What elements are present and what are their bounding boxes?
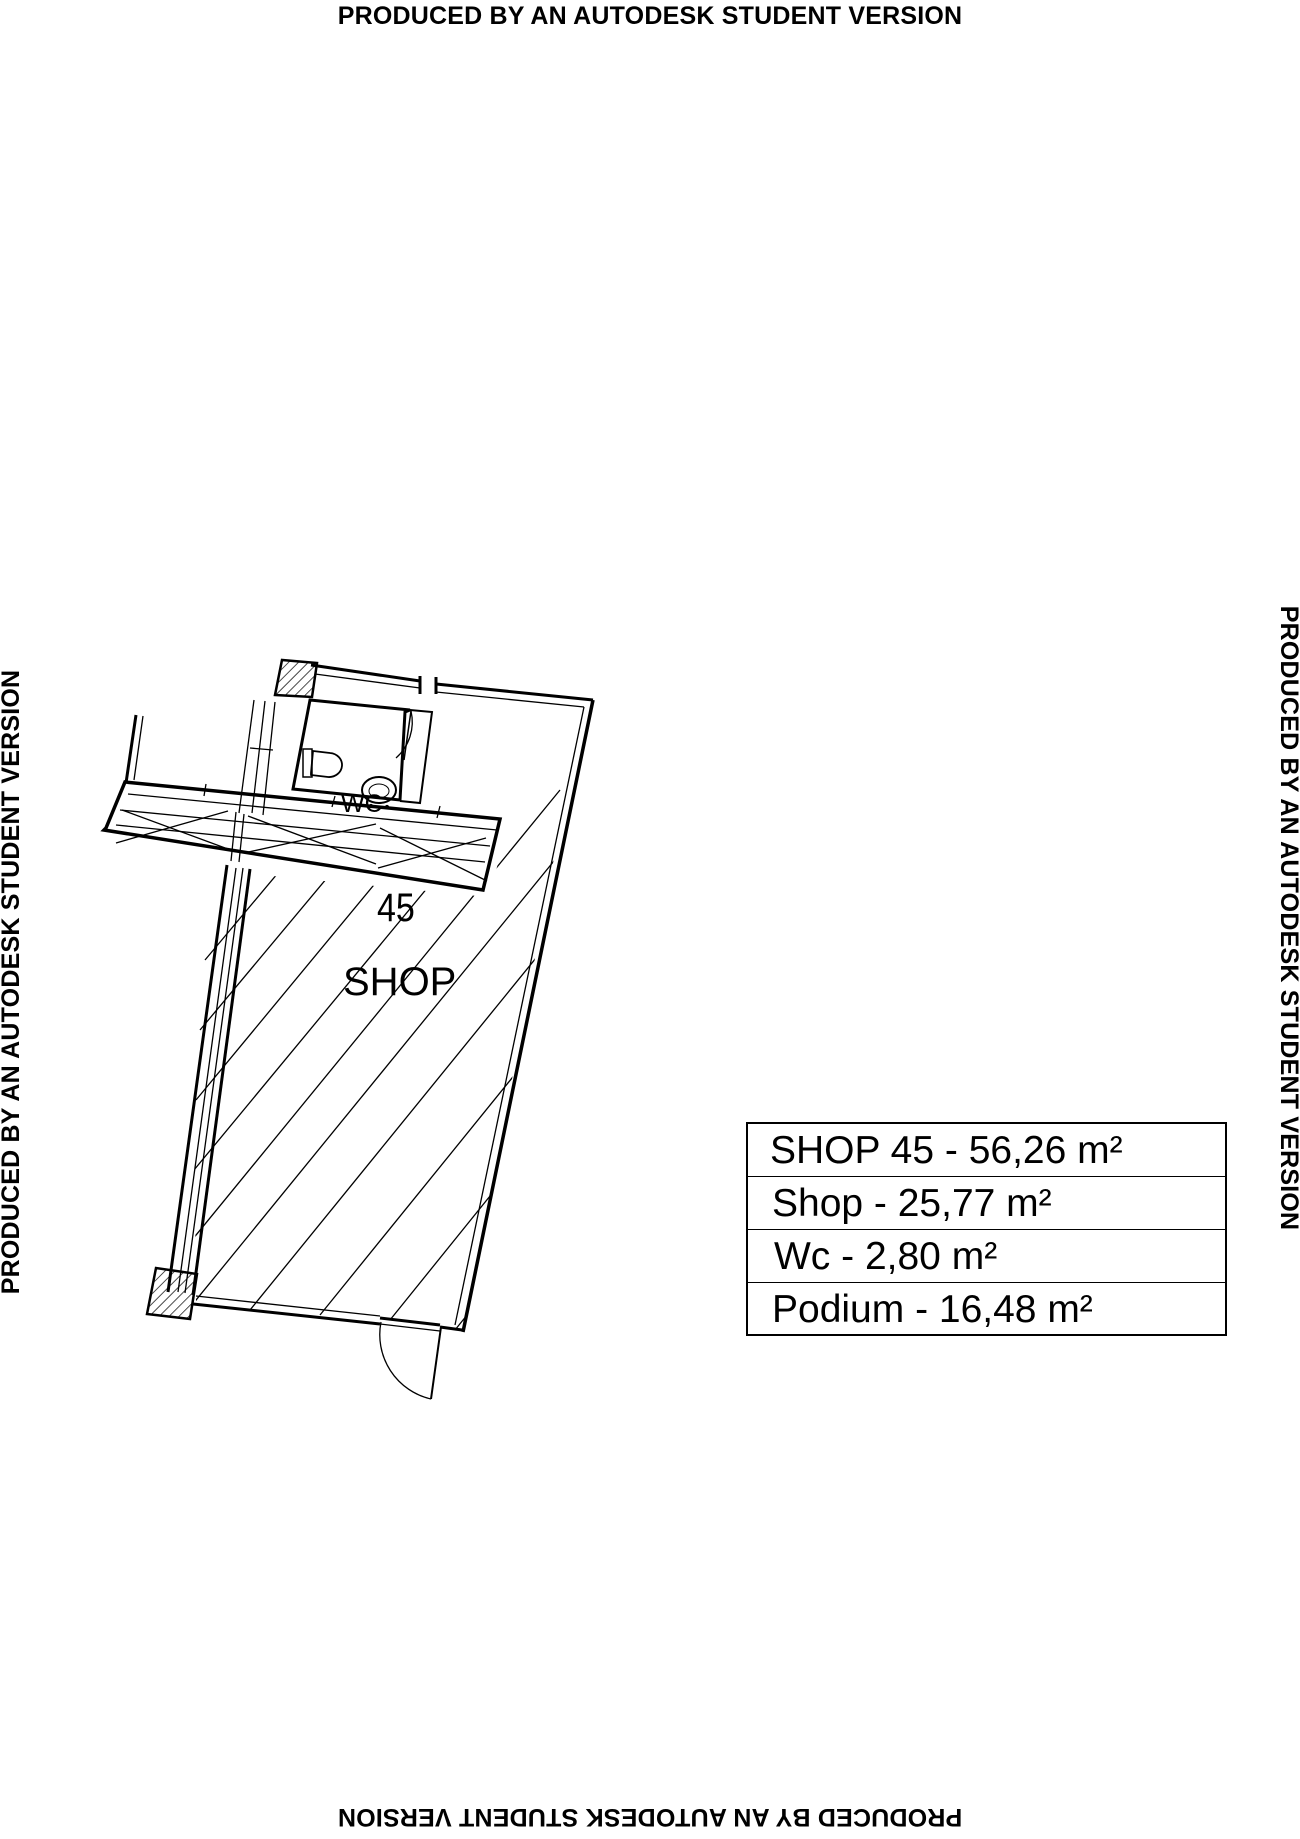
shop-room-label: SHOP [343,960,457,1004]
column-bottom [145,1266,199,1321]
unit-number-label: 45 [377,886,415,930]
area-row-total: SHOP 45 - 56,26 m² [748,1124,1225,1177]
shop-walls [166,663,595,1333]
entrance-door [379,1316,442,1400]
podium [100,699,503,892]
column-top [273,658,319,699]
wc-room [291,698,434,810]
area-schedule-table: SHOP 45 - 56,26 m² Shop - 25,77 m² Wc - … [746,1122,1227,1336]
area-row-shop: Shop - 25,77 m² [748,1177,1225,1230]
wc-room-label: WC [341,790,383,818]
area-row-wc: Wc - 2,80 m² [748,1230,1225,1283]
area-row-podium: Podium - 16,48 m² [772,1288,1093,1331]
watermark-top: PRODUCED BY AN AUTODESK STUDENT VERSION [337,2,963,30]
